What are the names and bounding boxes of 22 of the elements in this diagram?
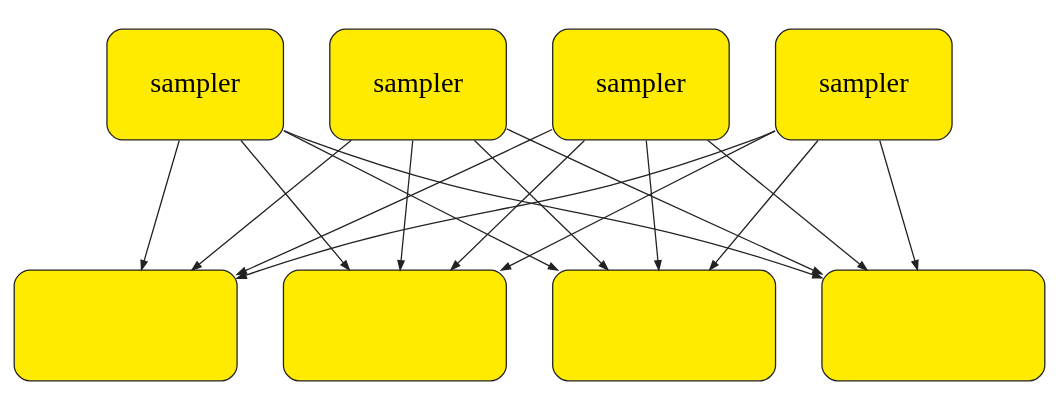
arrow — [499, 129, 776, 271]
arrow — [449, 139, 586, 271]
node-box: sampler — [774, 28, 953, 141]
arrow — [708, 139, 819, 271]
node-box: sampler — [329, 28, 507, 141]
node-box — [821, 268, 1046, 381]
arrow — [879, 139, 919, 272]
arrow — [506, 127, 824, 275]
arrow — [240, 139, 351, 271]
arrow — [283, 129, 824, 279]
node-box — [13, 268, 238, 381]
arrow — [190, 139, 352, 271]
arrow — [473, 139, 610, 271]
arrow — [397, 139, 414, 272]
node-box: sampler — [106, 28, 285, 141]
node-box — [552, 268, 777, 381]
node-box — [282, 268, 507, 381]
node-box: sampler — [552, 28, 730, 141]
arrow — [283, 129, 560, 271]
arrow — [645, 139, 662, 272]
arrow — [140, 139, 180, 272]
arrow — [707, 139, 869, 271]
